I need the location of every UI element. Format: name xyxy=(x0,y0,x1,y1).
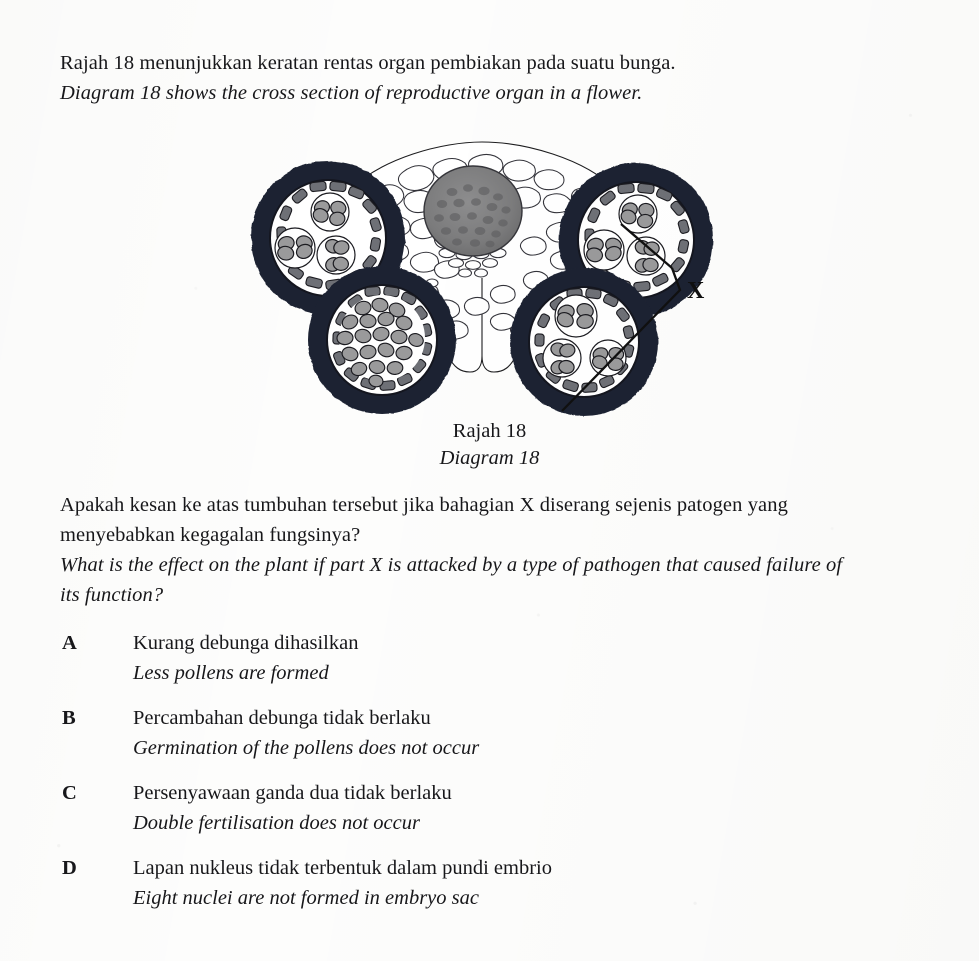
option-c-malay: Persenyawaan ganda dua tidak berlaku xyxy=(133,782,452,804)
figure-caption: Rajah 18 Diagram 18 xyxy=(0,418,979,472)
pollen-grain-tetrads xyxy=(274,192,356,275)
leader-lines xyxy=(561,223,682,412)
anther-cross-section-diagram: X xyxy=(232,128,732,418)
option-a[interactable]: A Kurang debunga dihasilkan Less pollens… xyxy=(0,628,979,703)
option-c[interactable]: C Persenyawaan ganda dua tidak berlaku D… xyxy=(0,778,979,853)
caption-malay: Rajah 18 xyxy=(452,420,527,442)
option-b-malay: Percambahan debunga tidak berlaku xyxy=(133,707,431,729)
question-line-malay-2: menyebabkan kegagalan fungsinya? xyxy=(60,524,361,546)
answer-options-list: A Kurang debunga dihasilkan Less pollens… xyxy=(0,628,979,928)
question-line-english-1: What is the effect on the plant if part … xyxy=(60,554,843,576)
pollen-sac-lower-right xyxy=(510,268,658,416)
stem-line-english: Diagram 18 shows the cross section of re… xyxy=(60,82,643,104)
option-a-english: Less pollens are formed xyxy=(133,662,329,684)
option-a-letter: A xyxy=(62,632,77,654)
stem-line-malay: Rajah 18 menunjukkan keratan rentas orga… xyxy=(60,52,676,74)
vascular-bundle xyxy=(423,165,523,257)
label-x: X xyxy=(687,278,705,304)
option-c-letter: C xyxy=(62,782,77,804)
question-line-english-2: its function? xyxy=(60,584,164,606)
pollen-sac-lower-left xyxy=(308,266,456,414)
option-b-letter: B xyxy=(62,707,76,729)
question-stem: Rajah 18 menunjukkan keratan rentas orga… xyxy=(60,48,930,108)
option-b-english: Germination of the pollens does not occu… xyxy=(133,737,480,759)
option-c-english: Double fertilisation does not occur xyxy=(133,812,420,834)
question-text: Apakah kesan ke atas tumbuhan tersebut j… xyxy=(60,490,930,610)
pollen-grain-tetrads xyxy=(583,194,666,276)
option-d-malay: Lapan nukleus tidak terbentuk dalam pund… xyxy=(133,857,552,879)
option-d-english: Eight nuclei are not formed in embryo sa… xyxy=(133,887,479,909)
option-d[interactable]: D Lapan nukleus tidak terbentuk dalam pu… xyxy=(0,853,979,928)
pollen-grain-mass xyxy=(336,295,425,388)
leader-line-lower xyxy=(561,267,682,412)
option-d-letter: D xyxy=(62,857,77,879)
option-a-malay: Kurang debunga dihasilkan xyxy=(133,632,359,654)
leader-line-upper xyxy=(620,223,673,269)
question-line-malay-1: Apakah kesan ke atas tumbuhan tersebut j… xyxy=(60,494,788,516)
caption-english: Diagram 18 xyxy=(439,447,540,469)
option-b[interactable]: B Percambahan debunga tidak berlaku Germ… xyxy=(0,703,979,778)
